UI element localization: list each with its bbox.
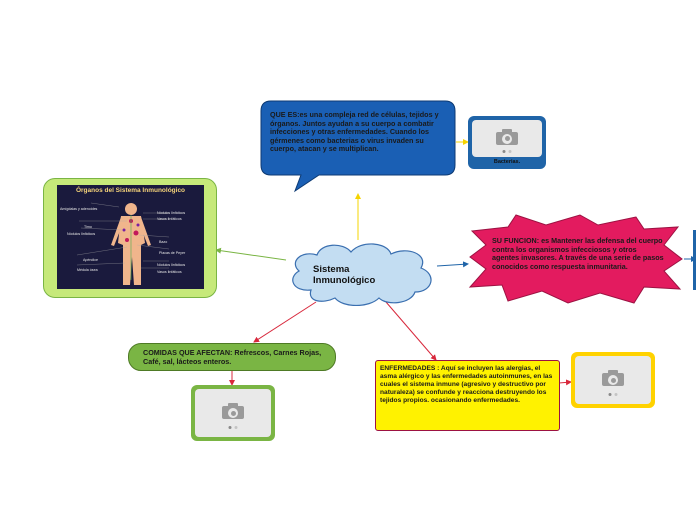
central-node[interactable]: Sistema Inmunológico bbox=[283, 238, 439, 306]
camera-icon bbox=[222, 402, 244, 419]
organos-left-label: Médula ósea bbox=[77, 268, 98, 272]
comidas-node[interactable]: COMIDAS QUE AFECTAN: Refrescos, Carnes R… bbox=[128, 343, 336, 371]
organos-right-label: Vasos linfáticos bbox=[157, 270, 182, 274]
organos-left-label: Nódulos linfáticos bbox=[67, 232, 96, 236]
comidas-text: COMIDAS QUE AFECTAN: Refrescos, Carnes R… bbox=[143, 348, 322, 366]
que-es-text: QUE ES:es una compleja red de células, t… bbox=[270, 110, 439, 154]
enfermedades-image-frame[interactable] bbox=[571, 352, 655, 408]
comidas-image-placeholder bbox=[195, 389, 271, 437]
bacterias-image-placeholder bbox=[472, 120, 542, 157]
organos-right-label: Vasos linfáticos bbox=[157, 217, 182, 221]
bacterias-caption: Bacterias. bbox=[493, 159, 521, 165]
connector-center-funcion bbox=[436, 261, 469, 268]
organos-left-label: Apéndice bbox=[83, 258, 98, 262]
organos-left-label: Timo bbox=[84, 225, 92, 229]
enfermedades-text: ENFERMEDADES : Aquí se incluyen las aler… bbox=[380, 365, 553, 404]
organos-right-label: Nódulos linfáticos bbox=[157, 211, 186, 215]
su-funcion-text: SU FUNCION: es Mantener las defensa del … bbox=[492, 236, 664, 271]
organos-left-label: Amígdalas y adenoides bbox=[60, 207, 98, 211]
offscreen-node-edge[interactable] bbox=[693, 230, 696, 290]
camera-icon bbox=[496, 128, 518, 145]
connector-center-organos bbox=[215, 247, 287, 261]
su-funcion-node[interactable]: SU FUNCION: es Mantener las defensa del … bbox=[468, 213, 684, 305]
camera-icon bbox=[602, 369, 624, 386]
connector-center-enfermedades bbox=[385, 301, 437, 361]
organos-title: Órganos del Sistema Inmunológico bbox=[75, 187, 186, 194]
enfermedades-image-placeholder bbox=[575, 356, 651, 404]
que-es-node[interactable]: QUE ES:es una compleja red de células, t… bbox=[259, 99, 457, 193]
connector-center-comidas bbox=[253, 301, 317, 343]
speech-bubble-shape bbox=[260, 100, 456, 193]
body-figure-illustration bbox=[76, 202, 170, 285]
organos-right-label: Bazo bbox=[159, 240, 168, 244]
organos-diagram: Órganos del Sistema Inmunológico Amígda bbox=[57, 185, 204, 289]
cloud-shape bbox=[292, 243, 432, 306]
organos-right-label: Placas de Peyer bbox=[159, 251, 186, 255]
connector-enfermedades-image bbox=[558, 379, 572, 386]
comidas-image-frame[interactable] bbox=[191, 385, 275, 441]
organos-image-frame[interactable]: Órganos del Sistema Inmunológico Amígda bbox=[43, 178, 217, 298]
starburst-shape bbox=[468, 214, 683, 304]
organos-right-label: Nódulos linfáticos bbox=[157, 263, 186, 267]
central-node-title: Sistema Inmunológico bbox=[313, 264, 376, 286]
enfermedades-node[interactable]: ENFERMEDADES : Aquí se incluyen las aler… bbox=[375, 360, 560, 431]
bacterias-image-frame[interactable]: Bacterias. bbox=[468, 116, 546, 169]
